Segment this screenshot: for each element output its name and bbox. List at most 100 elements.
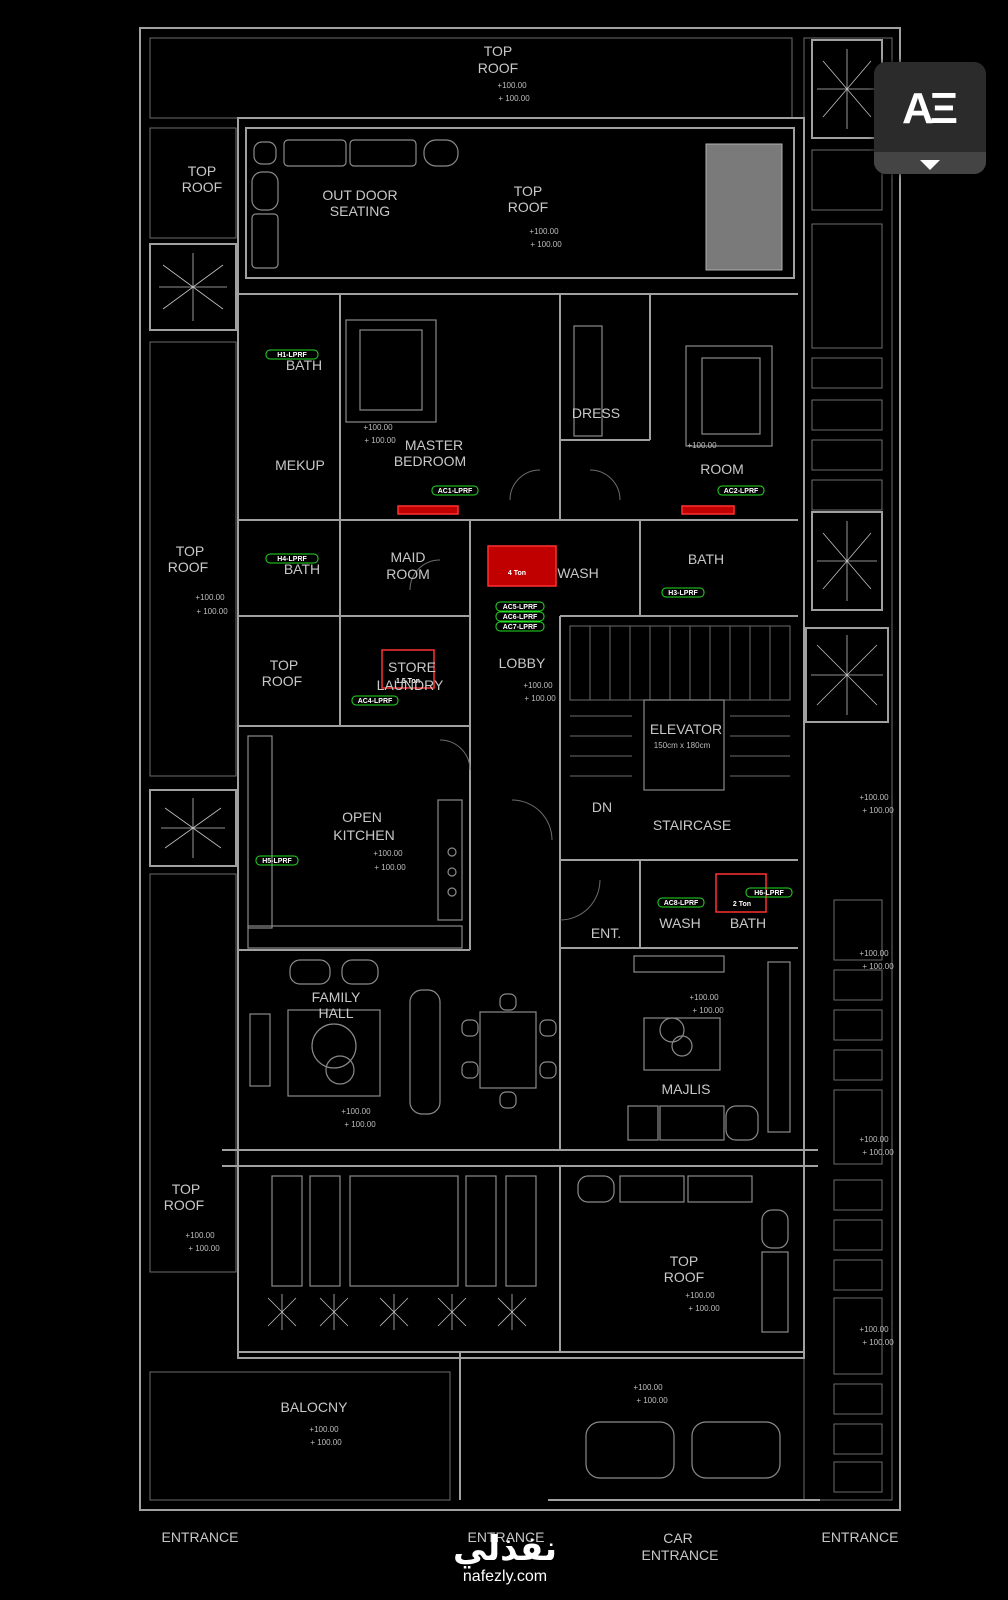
store-laundry-l1: STORE xyxy=(388,659,436,675)
top-roof-left-low-l1: TOP xyxy=(172,1181,201,1197)
elev-text: + 100.00 xyxy=(692,1006,724,1015)
elev-text: + 100.00 xyxy=(862,962,894,971)
elev-text: + 100.00 xyxy=(498,94,530,103)
elev-text: +100.00 xyxy=(687,441,717,450)
bath-1: BATH xyxy=(286,357,322,373)
tag-h3: H3-LPRF xyxy=(668,590,698,597)
planter-left-2 xyxy=(149,789,237,867)
store-laundry-l2: LAUNDRY xyxy=(377,677,444,693)
master-bedroom-l2: BEDROOM xyxy=(394,453,466,469)
top-roof-1-l1: TOP xyxy=(484,43,513,59)
elev-text: +100.00 xyxy=(497,81,527,90)
maid-room-l2: ROOM xyxy=(386,566,430,582)
chevron-down-icon xyxy=(920,160,940,170)
elev-text: +100.00 xyxy=(363,423,393,432)
site-boundary xyxy=(139,27,901,1511)
elevator-l2: 150cm x 180cm xyxy=(654,741,711,750)
top-roof-left-mid-l2: ROOF xyxy=(168,559,208,575)
open-kitchen-l1: OPEN xyxy=(342,809,382,825)
entrance-3: ENTRANCE xyxy=(821,1529,898,1545)
elev-text: + 100.00 xyxy=(524,694,556,703)
tag-ac2: AC2-LPRF xyxy=(724,488,759,495)
elev-text: +100.00 xyxy=(185,1231,215,1240)
wash-1: WASH xyxy=(557,565,598,581)
elev-text: +100.00 xyxy=(859,793,889,802)
room: ROOM xyxy=(700,461,744,477)
tag-h1: H1-LPRF xyxy=(277,352,307,359)
elev-text: + 100.00 xyxy=(688,1304,720,1313)
elev-text: +100.00 xyxy=(341,1107,371,1116)
ac-unit-room xyxy=(681,505,735,515)
outdoor-seating-l2: SEATING xyxy=(330,203,390,219)
entrance-2: ENTRANCE xyxy=(467,1529,544,1545)
wash-2: WASH xyxy=(659,915,700,931)
tag-ac8: AC8-LPRF xyxy=(664,900,699,907)
master-bedroom-l1: MASTER xyxy=(405,437,463,453)
elev-text: + 100.00 xyxy=(364,436,396,445)
elev-text: +100.00 xyxy=(689,993,719,1002)
app-logo-icon: AΞ xyxy=(902,84,958,133)
tag-h5: H5-LPRF xyxy=(262,858,292,865)
elev-text: +100.00 xyxy=(309,1425,339,1434)
top-roof-left-mid-l1: TOP xyxy=(176,543,205,559)
elev-text: + 100.00 xyxy=(530,240,562,249)
tag-h6: H6-LPRF xyxy=(754,890,784,897)
top-roof-left-upper-l2: ROOF xyxy=(182,179,222,195)
ent: ENT. xyxy=(591,925,621,941)
tag-h4: H4-LPRF xyxy=(277,556,307,563)
elev-text: + 100.00 xyxy=(862,806,894,815)
elev-text: + 100.00 xyxy=(310,1438,342,1447)
planter-left-1 xyxy=(149,243,237,331)
top-roof-4-l2: ROOF xyxy=(664,1269,704,1285)
watermark-logo: نفذلي xyxy=(452,1529,558,1569)
top-roof-4-l1: TOP xyxy=(670,1253,699,1269)
dn: DN xyxy=(592,799,612,815)
elev-text: +100.00 xyxy=(859,1325,889,1334)
top-roof-2-l1: TOP xyxy=(514,183,543,199)
bath-4: BATH xyxy=(730,915,766,931)
elev-text: + 100.00 xyxy=(636,1396,668,1405)
car-entrance-l1: CAR xyxy=(663,1530,693,1546)
pool xyxy=(705,143,783,271)
balcony: BALOCNY xyxy=(281,1399,349,1415)
top-roof-left-upper-l1: TOP xyxy=(188,163,217,179)
watermark: نفذلي nafezly.com xyxy=(430,1530,580,1586)
open-kitchen-l2: KITCHEN xyxy=(333,827,394,843)
ac-label-4ton: 4 Ton xyxy=(508,570,526,577)
planter-right-2 xyxy=(811,511,883,611)
elev-text: + 100.00 xyxy=(862,1148,894,1157)
app-menu-button[interactable]: AΞ xyxy=(874,62,986,174)
dress: DRESS xyxy=(572,405,620,421)
ac-unit-4ton xyxy=(487,545,557,587)
ac-label-2ton: 2 Ton xyxy=(733,901,751,908)
tag-ac1: AC1-LPRF xyxy=(438,488,473,495)
car-entrance-l2: ENTRANCE xyxy=(641,1547,718,1563)
ac-unit-master xyxy=(397,505,459,515)
tag-ac5: AC5-LPRF xyxy=(503,604,538,611)
mekup: MEKUP xyxy=(275,457,325,473)
elevator-l1: ELEVATOR xyxy=(650,721,722,737)
elev-text: +100.00 xyxy=(373,849,403,858)
entrance-1: ENTRANCE xyxy=(161,1529,238,1545)
elev-text: + 100.00 xyxy=(344,1120,376,1129)
outdoor-seating-l1: OUT DOOR xyxy=(322,187,397,203)
lobby: LOBBY xyxy=(499,655,546,671)
tag-ac6: AC6-LPRF xyxy=(503,614,538,621)
majlis: MAJLIS xyxy=(661,1081,710,1097)
family-hall-l2: HALL xyxy=(318,1005,353,1021)
elev-text: +100.00 xyxy=(529,227,559,236)
tag-ac4: AC4-LPRF xyxy=(358,698,393,705)
building-outline xyxy=(237,117,805,1359)
staircase: STAIRCASE xyxy=(653,817,731,833)
ac-unit-2ton xyxy=(715,873,767,913)
ac-unit-15ton xyxy=(381,649,435,689)
elev-text: +100.00 xyxy=(195,593,225,602)
tag-ac7: AC7-LPRF xyxy=(503,624,538,631)
top-roof-3-l2: ROOF xyxy=(262,673,302,689)
family-hall-l1: FAMILY xyxy=(312,989,361,1005)
elev-text: +100.00 xyxy=(633,1383,663,1392)
elev-text: + 100.00 xyxy=(374,863,406,872)
bath-2: BATH xyxy=(284,561,320,577)
elev-text: +100.00 xyxy=(685,1291,715,1300)
